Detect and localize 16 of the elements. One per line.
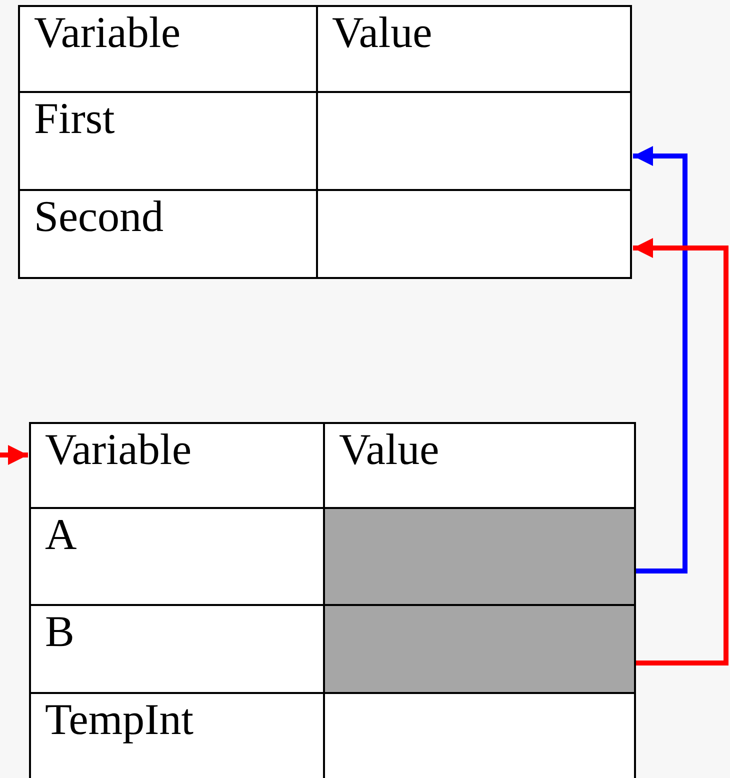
table-cell: Second bbox=[18, 189, 318, 279]
table-cell: B bbox=[29, 604, 325, 694]
table-header-cell: Variable bbox=[18, 5, 318, 93]
table-cell bbox=[316, 189, 632, 279]
arrow bbox=[633, 238, 728, 666]
arrow bbox=[0, 445, 28, 465]
table-cell: TempInt bbox=[29, 692, 325, 778]
table-header-cell: Variable bbox=[29, 422, 325, 509]
arrow bbox=[633, 146, 688, 574]
table-cell: First bbox=[18, 91, 318, 191]
table-header-cell: Value bbox=[316, 5, 632, 93]
table-cell: A bbox=[29, 507, 325, 606]
table-header-cell: Value bbox=[323, 422, 636, 509]
shaded-table-cell bbox=[323, 507, 636, 606]
shaded-table-cell bbox=[323, 604, 636, 694]
table-cell bbox=[316, 91, 632, 191]
